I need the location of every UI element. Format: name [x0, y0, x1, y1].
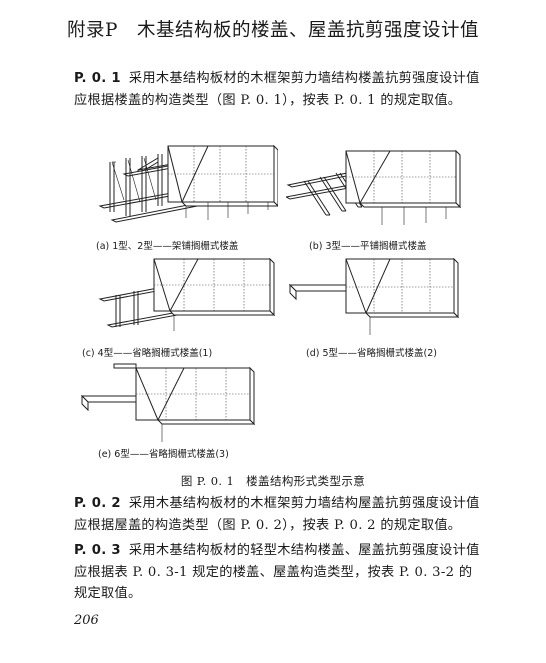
clause-number: P. 0. 3 [74, 543, 121, 558]
page-number: 206 [74, 613, 99, 628]
clause-number: P. 0. 1 [74, 71, 121, 86]
figure-b-caption: (b) 3型——平铺搁栅式楼盖 [309, 241, 427, 252]
figure-e-caption: (e) 6型——省略搁栅式楼盖(3) [98, 449, 229, 460]
figure-e [80, 360, 260, 450]
figure-c [98, 255, 278, 341]
figure-e-drawing [80, 363, 256, 442]
clause-text: 采用木基结构板材的轻型木结构楼盖、屋盖抗剪强度设计值应根据表 P. 0. 3-1… [74, 543, 480, 601]
figure-a-drawing [98, 144, 278, 223]
figure-a [98, 140, 278, 238]
page-title: 附录P 木基结构板的楼盖、屋盖抗剪强度设计值 [67, 20, 479, 41]
figure-c-caption: (c) 4型——省略搁栅式楼盖(1) [82, 348, 213, 359]
figure-b-drawing [286, 149, 462, 225]
figure-c-drawing [98, 257, 276, 331]
figure-d-caption: (d) 5型——省略搁栅式楼盖(2) [306, 348, 437, 359]
figure-d [286, 255, 462, 341]
figure-b [286, 145, 462, 235]
clause-text: 采用木基结构板材的木框架剪力墙结构屋盖抗剪强度设计值应根据屋盖的构造类型（图 P… [74, 496, 480, 533]
figure-a-caption: (a) 1型、2型——架铺搁栅式楼盖 [96, 241, 239, 252]
clause-text: 采用木基结构板材的木框架剪力墙结构楼盖抗剪强度设计值应根据楼盖的构造类型（图 P… [74, 71, 480, 108]
figure-d-drawing [288, 257, 460, 335]
clause-number: P. 0. 2 [74, 496, 121, 511]
figure-caption: 图 P. 0. 1 楼盖结构形式类型示意 [180, 474, 366, 488]
